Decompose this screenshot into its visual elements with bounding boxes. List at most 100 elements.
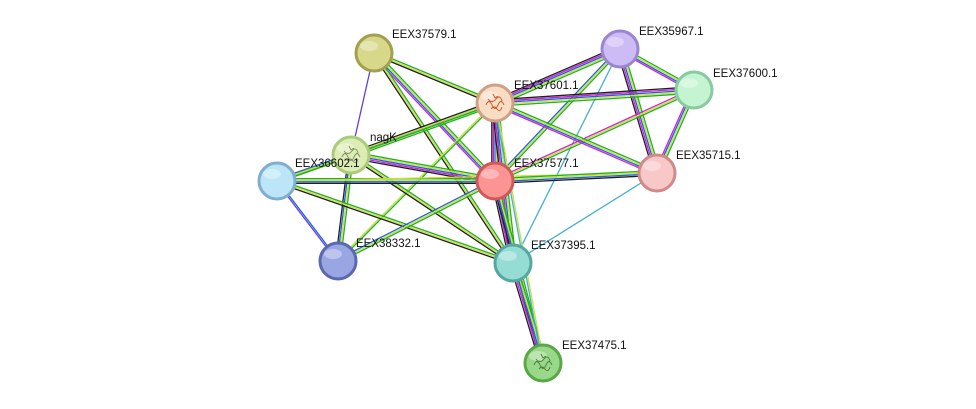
node-circle[interactable]	[331, 135, 371, 175]
edge-line-black	[276, 181, 513, 266]
edge-line-blue	[336, 178, 495, 261]
node-highlight	[529, 351, 547, 361]
node-label: EEX35715.1	[676, 150, 741, 162]
edge-line-green	[351, 104, 497, 158]
edge-line-yellow	[494, 171, 657, 181]
edge-EEX35967-EEX35715	[616, 47, 661, 175]
node-EEX36602[interactable]: EEX36602.1	[257, 158, 360, 201]
edge-line-blue	[619, 48, 658, 174]
edge-line-black	[495, 174, 658, 185]
node-label: EEX38332.1	[356, 238, 421, 250]
edge-line-yellow	[495, 49, 621, 106]
edge-line-green	[496, 51, 622, 107]
node-circle[interactable]	[257, 161, 297, 201]
edge-line-yellow	[374, 52, 497, 181]
node-highlight	[337, 143, 355, 153]
node-highlight	[680, 78, 698, 88]
node-EEX35715[interactable]: EEX35715.1	[637, 150, 741, 193]
edge-line-green	[622, 47, 661, 173]
edge-line-cyan	[493, 103, 543, 364]
edge-line-black	[349, 155, 513, 265]
protein-structure-icon	[533, 353, 553, 372]
node-label: nagK	[370, 132, 397, 144]
edge-line-green	[351, 153, 515, 263]
edge-EEX37579-EEX37577	[371, 50, 498, 184]
edge-line-yellow	[276, 180, 514, 264]
edge-line-blue	[494, 103, 657, 175]
edge-line-blue	[494, 48, 621, 104]
edge-EEX37600-EEX37601	[494, 86, 695, 107]
node-nagK[interactable]: nagK	[331, 132, 397, 175]
edge-line-blue	[372, 53, 495, 182]
node-EEX37601[interactable]: EEX37601.1	[475, 80, 579, 123]
edge-line-black	[493, 45, 619, 101]
edge-EEX37600-EEX37577	[494, 87, 695, 184]
protein-structure-icon	[341, 145, 361, 164]
edge-line-green	[375, 50, 498, 180]
edge-EEX37579-EEX37601	[373, 50, 496, 106]
node-label: EEX36602.1	[295, 158, 360, 170]
edge-line-blue	[495, 173, 658, 183]
edge-line-magenta	[617, 49, 657, 174]
edge-EEX35967-EEX37577	[493, 47, 622, 183]
node-EEX37579[interactable]: EEX37579.1	[354, 29, 457, 73]
edge-EEX35967-EEX37601	[493, 45, 622, 107]
edge-line-yellow	[350, 154, 514, 264]
edge-line-magenta	[494, 46, 620, 103]
edge-line-magenta	[494, 87, 694, 103]
node-EEX37475[interactable]: EEX37475.1	[523, 340, 627, 383]
node-EEX37600[interactable]: EEX37600.1	[674, 68, 778, 110]
nodes-layer: EEX37579.1 EEX35967.1EEX37600.1EEX37601.1…	[257, 26, 778, 383]
edge-EEX37577-EEX35715	[494, 169, 658, 185]
node-label: EEX37577.1	[514, 158, 579, 170]
node-circle[interactable]	[475, 83, 515, 123]
edge-line-magenta	[494, 87, 694, 181]
edge-line-yellow	[337, 180, 496, 262]
node-highlight	[263, 169, 281, 179]
edge-line-green	[277, 178, 514, 263]
node-highlight	[481, 91, 499, 101]
edge-line-cyan	[512, 48, 621, 264]
node-label: EEX37475.1	[562, 340, 627, 352]
edge-line-yellow	[494, 48, 621, 182]
edge-EEX37577-EEX38332	[336, 178, 497, 264]
node-highlight	[499, 251, 517, 261]
edge-line-green	[495, 49, 622, 183]
node-circle[interactable]	[318, 241, 358, 281]
edge-line-green	[338, 103, 497, 263]
edge-line-green	[374, 51, 515, 263]
node-circle[interactable]	[674, 70, 714, 110]
edge-line-black	[494, 86, 694, 101]
node-label: EEX37601.1	[514, 80, 579, 92]
node-EEX37395[interactable]: EEX37395.1	[493, 240, 596, 283]
edge-line-cyan	[512, 172, 658, 264]
edge-line-magenta	[493, 104, 657, 176]
edge-line-yellow	[373, 52, 496, 104]
edge-line-magenta	[371, 54, 494, 184]
edge-EEX37601-EEX35715	[493, 100, 659, 176]
edge-line-black	[372, 53, 513, 265]
node-highlight	[360, 41, 378, 51]
node-EEX37577[interactable]: EEX37577.1	[475, 158, 579, 201]
node-circle[interactable]	[600, 29, 640, 69]
node-circle[interactable]	[523, 343, 563, 383]
node-label: EEX37600.1	[713, 68, 778, 80]
edge-line-black	[616, 49, 655, 175]
edge-line-yellow	[494, 89, 695, 182]
edge-EEX37601-EEX37475	[493, 102, 545, 364]
node-highlight	[481, 169, 499, 179]
node-highlight	[324, 249, 342, 259]
edge-line-green	[374, 50, 496, 103]
edge-line-yellow	[495, 102, 545, 363]
edge-EEX36602-EEX37395	[276, 178, 514, 266]
node-EEX38332[interactable]: EEX38332.1	[318, 238, 421, 281]
node-EEX35967[interactable]: EEX35967.1	[600, 26, 704, 69]
node-circle[interactable]	[493, 243, 533, 283]
edge-line-yellow	[351, 152, 496, 181]
node-circle[interactable]	[475, 161, 515, 201]
node-circle[interactable]	[637, 153, 677, 193]
edge-line-black	[349, 100, 495, 154]
node-circle[interactable]	[354, 33, 394, 73]
node-label: EEX35967.1	[639, 26, 704, 38]
